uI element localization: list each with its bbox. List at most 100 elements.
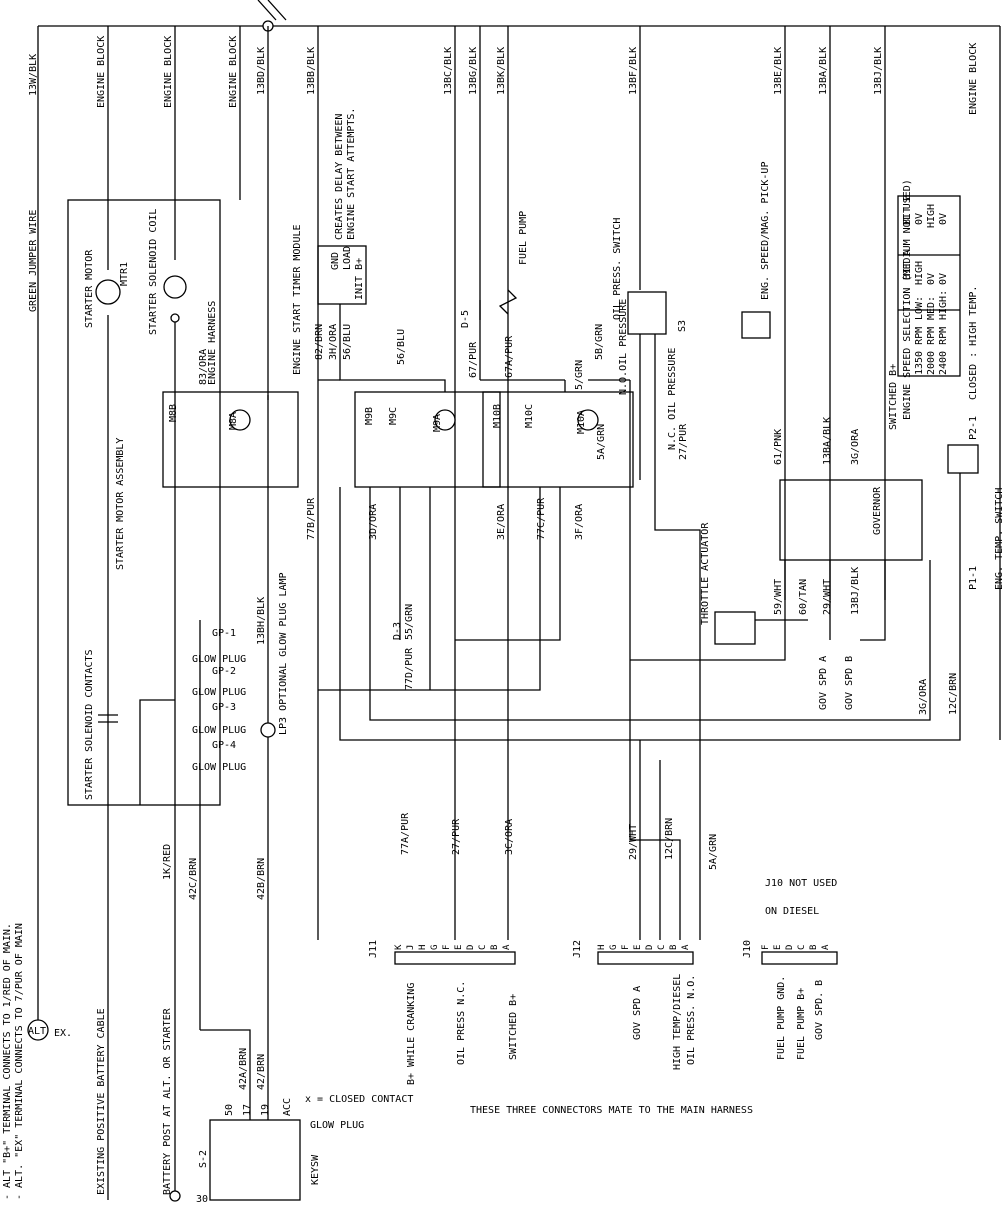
med-label: MED:: [926, 296, 937, 320]
rpm-2000-label: 2000 RPM: [926, 327, 937, 375]
wire-13ba2-label: 13BA/BLK: [822, 417, 833, 465]
engine-block-1-label: ENGINE BLOCK: [96, 36, 107, 108]
engine-block-4-label: ENGINE BLOCK: [968, 43, 979, 115]
existing-battery-label: EXISTING POSITIVE BATTERY CABLE: [96, 1008, 107, 1195]
keysw-label: KEYSW: [310, 1154, 321, 1185]
oil-press-switch-box: [627, 291, 667, 335]
wire-77d-label: 77D/PUR: [404, 647, 415, 690]
connector-pin: H: [418, 945, 428, 950]
k30-label: 30: [196, 1194, 208, 1205]
connector-pin: K: [394, 944, 404, 950]
wire-13bf-label: 13BF/BLK: [628, 47, 639, 95]
wire-3f-ora: [455, 487, 561, 641]
connector-pin: B: [809, 945, 819, 950]
wire-55-label: 55/GRN: [404, 604, 415, 640]
oil-press-nc-label: OIL PRESS N.C.: [456, 981, 467, 1065]
alternator-symbol: [27, 1019, 49, 1041]
k17-label: 17: [242, 1104, 253, 1116]
wire-3c-label: 3C/ORA: [504, 819, 515, 855]
p11-label: P1-1: [968, 566, 979, 590]
connector-pin: A: [502, 944, 512, 950]
connector-pin: G: [430, 945, 440, 950]
gov-spd-a-label: GOV SPD A: [818, 656, 829, 710]
gov-spd-b2-label: GOV SPD. B: [814, 980, 825, 1040]
connector-pin: A: [821, 944, 831, 950]
gp2-label: GP-2: [212, 666, 236, 677]
connector-j11: [394, 951, 516, 965]
wire-29w-label: 29/WHT: [822, 579, 833, 615]
kacc-label: ACC: [282, 1098, 293, 1116]
wire-42c-label: 42C/BRN: [188, 858, 199, 900]
governor-box: [779, 479, 923, 561]
d5-label: D-5: [460, 310, 471, 328]
m8b-label: M8B: [168, 404, 179, 422]
connector-pin: B: [669, 945, 679, 950]
wire-56-label: 56/BLU: [342, 324, 353, 360]
k50-label: 50: [224, 1104, 235, 1116]
starter-motor-symbol: [95, 279, 121, 305]
green-jumper-label: GREEN JUMPER WIRE: [28, 210, 39, 312]
ground-hatch: [257, 0, 277, 21]
relay-m10-box: [482, 391, 634, 488]
alt-note-2: - ALT. "EX" TERMINAL CONNECTS TO 7/PUR O…: [14, 923, 25, 1200]
wire-5a-label: 5A/GRN: [596, 424, 607, 460]
high-temp-label: HIGH TEMP/DIESEL: [672, 974, 683, 1070]
governor-label: GOVERNOR: [872, 486, 883, 535]
switched-b-label: SWITCHED B+: [888, 364, 899, 430]
connector-pin: C: [657, 945, 667, 950]
connector-pin: A: [681, 944, 691, 950]
wire-5-label: 5/GRN: [574, 360, 585, 390]
alt-label: ALT: [28, 1026, 46, 1037]
engine-block-2-label: ENGINE BLOCK: [163, 36, 174, 108]
speed-selection-table: [897, 195, 961, 377]
engine-harness-label: ENGINE HARNESS: [207, 301, 218, 385]
wire-42a-label: 42A/BRN: [238, 1048, 249, 1090]
wire-5a-grn: [629, 380, 681, 940]
m10c-label: M10C: [524, 404, 535, 428]
throttle-actuator-box: [714, 611, 756, 645]
relay-m9-box: [354, 391, 501, 488]
gp4-label: GP-4: [212, 740, 236, 751]
j12-label: J12: [572, 940, 583, 958]
starter-contacts-label: STARTER SOLENOID CONTACTS: [84, 649, 95, 800]
wire-42b-label: 42B/BRN: [256, 858, 267, 900]
connector-pin: E: [454, 945, 464, 950]
rpm-2400-label: 2400 RPM: [938, 327, 949, 375]
wire-3f-label: 3F/ORA: [574, 504, 585, 540]
timer-label: ENGINE START TIMER MODULE: [292, 224, 303, 375]
m10a-label: M10A: [576, 410, 587, 434]
wire-56-blu: [339, 320, 446, 392]
glow-plug-2-label: GLOW PLUG: [192, 687, 246, 698]
connector-pin: G: [609, 945, 619, 950]
bit-b-label: BIT B: [902, 195, 913, 225]
fuel-pump-symbol: [498, 289, 518, 315]
wire-13w-label: 13W/BLK: [28, 54, 39, 96]
connector-pin: D: [785, 945, 795, 950]
wire-60-label: 60/TAN: [798, 579, 809, 615]
relay-m9a-coil: [434, 409, 456, 431]
wire-3g2-label: 3G/ORA: [850, 429, 861, 465]
wire-77b-label: 77B/PUR: [306, 497, 317, 540]
battery-post-label: BATTERY POST AT ALT. OR STARTER: [162, 1007, 173, 1195]
relay-m8-box: [162, 391, 299, 488]
wire-27p-label: 27/PUR: [678, 423, 689, 460]
m9c-label: M9C: [388, 407, 399, 425]
timer-module-box: [317, 245, 367, 305]
wire-3g-label: 3G/ORA: [918, 679, 929, 715]
glow-plug-lamp: [260, 722, 276, 738]
glow-plug-4-label: GLOW PLUG: [192, 762, 246, 773]
oil-press-no-label: OIL PRESS. N.O.: [686, 975, 697, 1065]
k19-label: 19: [260, 1104, 271, 1116]
m8a-label: M8A: [228, 412, 239, 430]
glow-plug-sw-label: GLOW PLUG: [310, 1120, 364, 1131]
j10-label: J10: [742, 940, 753, 958]
wire-56b-label: 56/BLU: [396, 329, 407, 365]
wire-13bj2-label: 13BJ/BLK: [850, 567, 861, 615]
wire-27-label: 27/PUR: [451, 818, 462, 855]
timer-note-1: CREATES DELAY BETWEEN: [334, 114, 345, 240]
init-label: INIT B+: [354, 258, 365, 300]
fuel-pump-label: FUEL PUMP: [518, 211, 529, 265]
nc-oil-label: N.C. OIL PRESSURE: [667, 348, 678, 450]
closed-high-label: CLOSED : HIGH TEMP.: [968, 286, 979, 400]
